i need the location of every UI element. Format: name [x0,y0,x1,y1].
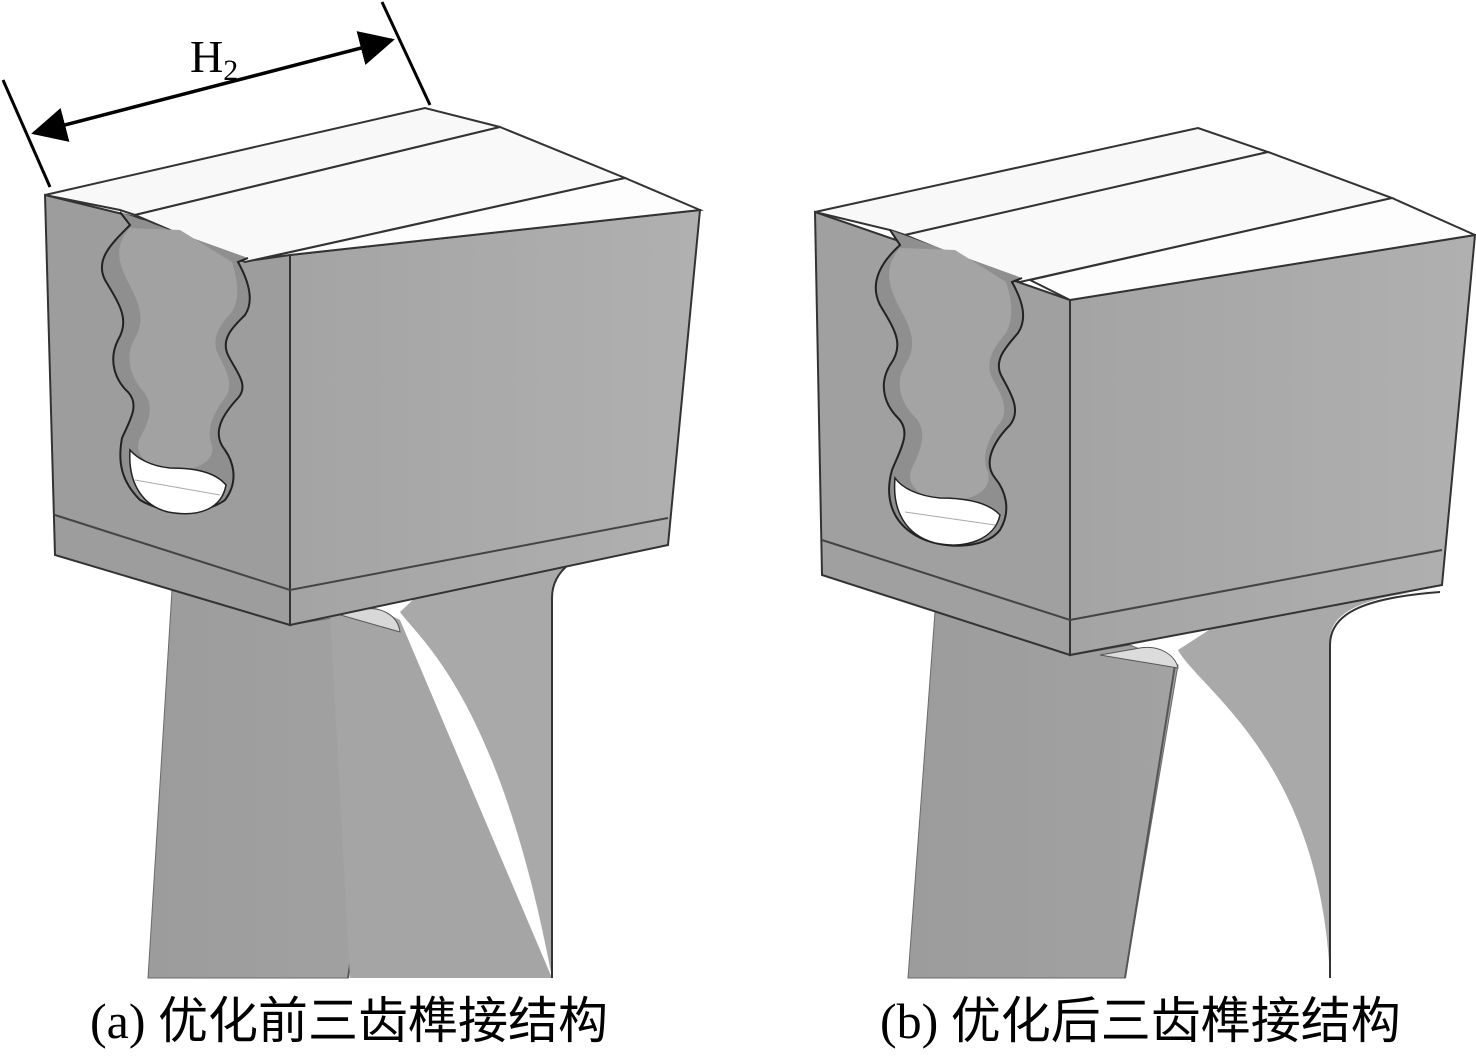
fillet-edge [1329,591,1441,978]
platform-fillet [1178,590,1440,978]
model-after-optimization [813,126,1476,979]
undercut-shadow [1099,646,1179,669]
slot-cavity [129,448,227,515]
extension-line-left [1,79,52,188]
platform-fillet [400,545,610,978]
tenon-top-face-right [1027,196,1476,302]
tenon-front-face [1069,233,1476,657]
fir-tree-tenon [119,228,238,470]
blade-stem [907,611,1179,979]
tenon-top-face-right [254,176,704,261]
extension-line-right [380,1,432,106]
platform-band-line [821,539,1443,622]
blade-root-figure: H2 [1,1,1476,979]
tenon-front-face [289,208,702,627]
slot-cavity [893,475,1001,546]
dimension-arrow-h2 [31,31,395,142]
caption-after: (b) 优化后三齿榫接结构 [880,993,1401,1049]
fillet-edge [551,547,613,978]
platform-band-line [54,514,669,592]
caption-before: (a) 优化前三齿榫接结构 [90,993,608,1049]
fir-tree-tenon [889,248,1012,500]
model-before-optimization: H2 [1,1,704,979]
blade-stem-edge [1124,664,1176,979]
slot-cavity-line [904,511,996,526]
dimension-label-h2: H2 [190,31,238,87]
platform-shank [330,600,552,978]
slot-cavity-line [134,479,221,496]
